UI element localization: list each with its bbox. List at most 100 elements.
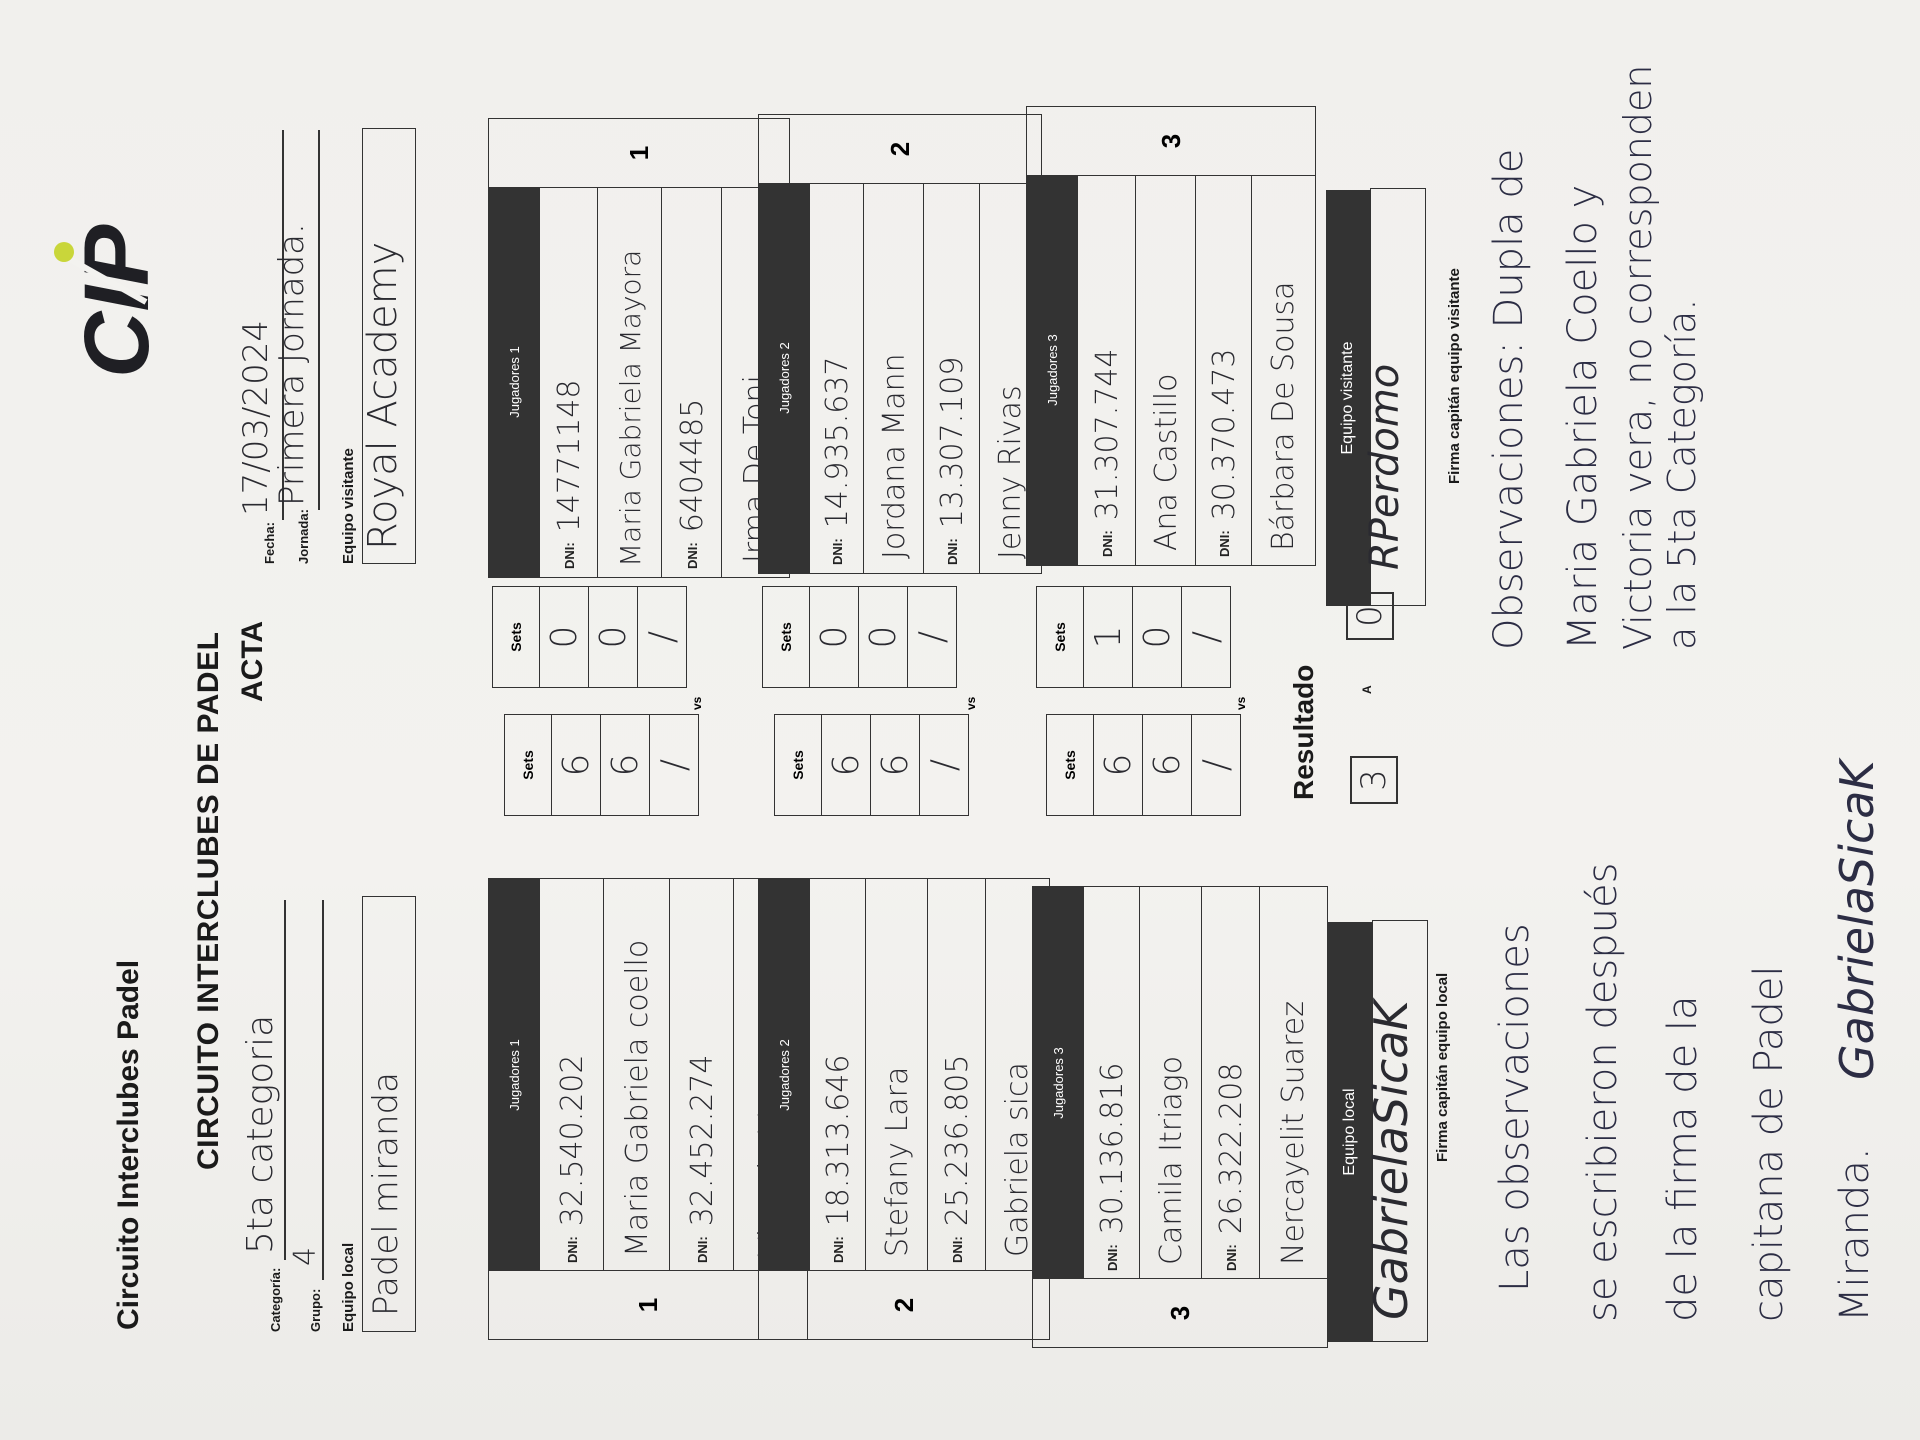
dni-label: DNI: — [949, 1236, 965, 1263]
visitante-team-value: Royal Academy — [360, 241, 406, 550]
players-header: Jugadores 1 — [489, 187, 539, 577]
player-2-name: Bárbara De Sousa — [1265, 281, 1301, 551]
match-number: 2 — [759, 1270, 1049, 1339]
match-number: 1 — [489, 119, 789, 188]
sets-header: Sets — [763, 587, 810, 687]
set-1: 1 — [1084, 587, 1133, 687]
set-3: / — [1185, 630, 1227, 644]
player-2-name-row: Bárbara De Sousa — [1251, 175, 1314, 565]
player-1-name: Jordana Mann — [876, 353, 912, 559]
fecha-value: 17/03/2024 — [236, 320, 276, 516]
set-2: 0 — [589, 587, 638, 687]
player-2-dni: 13.307.109 — [934, 356, 970, 529]
local-match-3-table: 3 Jugadores 3 DNI:30.136.816 Camila Itri… — [1032, 886, 1328, 1348]
player-1-dni: 14771148 — [551, 379, 587, 533]
vs-label-1: vs — [690, 696, 704, 710]
dni-label: DNI: — [1104, 1244, 1120, 1271]
match-number: 3 — [1033, 1278, 1327, 1347]
player-2-dni: 6404485 — [674, 398, 710, 533]
set-1: 0 — [540, 587, 589, 687]
set-3: / — [653, 758, 695, 772]
vs-label-2: vs — [964, 696, 978, 710]
cip-logo-icon: CIP — [54, 224, 168, 378]
visit-match-2-table: 2 Jugadores 2 DNI:14.935.637 Jordana Man… — [758, 114, 1042, 574]
jornada-label: Jornada: — [296, 509, 311, 564]
dni-label: DNI: — [564, 1236, 580, 1263]
dni-label: DNI: — [1216, 530, 1232, 557]
dni-label: DNI: — [1223, 1244, 1239, 1271]
player-1-name-row: Maria Gabriela Mayora — [597, 187, 662, 577]
local-match-2-sets: Sets 6 6 / — [774, 714, 969, 816]
resultado-local-box: 3 — [1350, 756, 1398, 804]
jornada-underline — [318, 130, 320, 510]
firma-visitante-caption: Firma capitán equipo visitante — [1446, 268, 1463, 484]
sets-header: Sets — [1037, 587, 1084, 687]
sets-header: Sets — [493, 587, 540, 687]
players-header: Jugadores 3 — [1027, 175, 1077, 565]
note-line-1: Las observaciones — [1492, 923, 1538, 1292]
player-2-dni-row: DNI: 25.236.805 — [927, 879, 986, 1271]
player-1-dni-row: DNI:31.307.744 — [1077, 175, 1136, 565]
player-1-dni-row: DNI:18.313.646 — [809, 879, 866, 1271]
obs-line-4: a la 5ta Categoría. — [1660, 298, 1704, 650]
players-header: Jugadores 1 — [489, 879, 539, 1271]
categoria-label: Categoría: — [268, 1267, 283, 1332]
fecha-label: Fecha: — [262, 522, 277, 564]
set-1: 6 — [1094, 715, 1143, 815]
player-2-dni: 25.236.805 — [939, 1054, 975, 1227]
main-title: CIRCUITO INTERCLUBES DE PADEL — [192, 631, 225, 1170]
player-1-dni: 31.307.744 — [1089, 348, 1125, 521]
player-2-dni-row: DNI:6404485 — [661, 187, 722, 577]
resultado-separator: A — [1360, 685, 1374, 694]
firma-local-signature: GabrielaSicaK — [1364, 1000, 1418, 1320]
logo-text: CIP — [66, 224, 168, 378]
player-1-name-row: Jordana Mann — [863, 183, 924, 573]
player-2-name: Gabriela sica — [999, 1062, 1035, 1257]
sets-header: Sets — [1047, 715, 1094, 815]
player-2-dni: 26.322.208 — [1213, 1062, 1249, 1235]
visit-match-1-sets: Sets 0 0 / — [492, 586, 687, 688]
player-2-dni-row: DNI:32.452.274 — [669, 879, 734, 1271]
set-2: 0 — [1133, 587, 1182, 687]
set-1: 6 — [822, 715, 871, 815]
local-match-2-table: 2 Jugadores 2 DNI:18.313.646 Stefany Lar… — [758, 878, 1050, 1340]
doc-type: ACTA — [236, 620, 269, 702]
note-line-5: Miranda. — [1832, 1147, 1878, 1322]
note-line-3: de la firma de la — [1660, 995, 1706, 1322]
sets-header: Sets — [505, 715, 552, 815]
player-2-dni: 30.370.473 — [1206, 348, 1242, 521]
player-1-dni: 14.935.637 — [819, 356, 855, 529]
player-1-name-row: Maria Gabriela coello — [603, 879, 670, 1271]
players-header: Jugadores 2 — [759, 879, 809, 1271]
grupo-value: 4 — [288, 1246, 323, 1266]
local-label: Equipo local — [340, 1242, 357, 1332]
dni-label: DNI: — [944, 538, 960, 565]
obs-line-1: Observaciones: Dupla de — [1486, 148, 1532, 650]
set-3: / — [911, 630, 953, 644]
player-1-name: Maria Gabriela Mayora — [613, 249, 647, 567]
vs-label-3: vs — [1234, 696, 1248, 710]
player-1-dni: 18.313.646 — [820, 1054, 856, 1227]
visit-match-3-table: 3 Jugadores 3 DNI:31.307.744 Ana Castill… — [1026, 106, 1316, 566]
grupo-underline — [322, 900, 324, 1280]
obs-line-3: Victoria vera, no corresponden — [1616, 64, 1660, 650]
dni-label: DNI: — [829, 538, 845, 565]
brand-title: Circuito Interclubes Padel — [112, 959, 145, 1330]
players-header: Jugadores 2 — [759, 183, 809, 573]
set-3: / — [641, 630, 683, 644]
set-1: 6 — [552, 715, 601, 815]
visit-match-1-table: 1 Jugadores 1 DNI:14771148 Maria Gabriel… — [488, 118, 790, 578]
set-3: / — [1195, 758, 1237, 772]
match-number: 3 — [1027, 107, 1315, 176]
player-1-name-row: Camila Itriago — [1139, 887, 1202, 1279]
player-1-name: Maria Gabriela coello — [619, 939, 655, 1257]
player-1-name-row: Stefany Lara — [865, 879, 928, 1271]
firma-local-caption: Firma capitán equipo local — [1434, 972, 1451, 1162]
visit-match-3-sets: Sets 1 0 / — [1036, 586, 1231, 688]
set-2: 0 — [859, 587, 908, 687]
dni-label: DNI: — [694, 1236, 710, 1263]
player-1-dni-row: DNI: 14.935.637 — [809, 183, 864, 573]
resultado-label: Resultado — [1288, 664, 1319, 800]
players-header: Jugadores 3 — [1033, 887, 1083, 1279]
